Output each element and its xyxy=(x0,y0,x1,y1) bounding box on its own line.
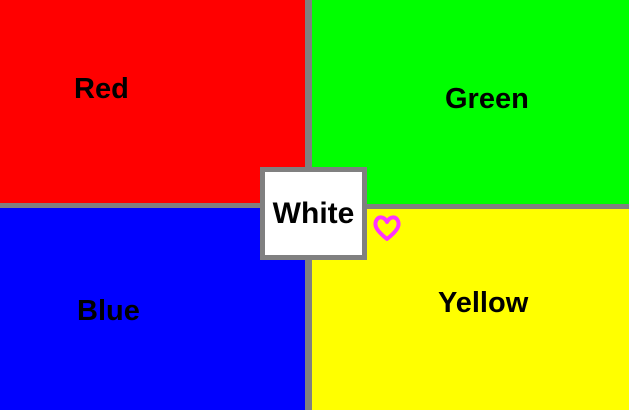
white-tile[interactable]: White xyxy=(260,167,367,260)
green-tile-label: Green xyxy=(445,83,529,115)
heart-icon xyxy=(373,215,401,241)
white-tile-label: White xyxy=(272,197,355,230)
blue-tile-label: Blue xyxy=(77,295,140,327)
yellow-tile-label: Yellow xyxy=(438,287,529,319)
red-tile-label: Red xyxy=(74,73,129,105)
red-tile[interactable]: Red xyxy=(0,0,305,203)
blue-tile[interactable]: Blue xyxy=(0,208,305,410)
